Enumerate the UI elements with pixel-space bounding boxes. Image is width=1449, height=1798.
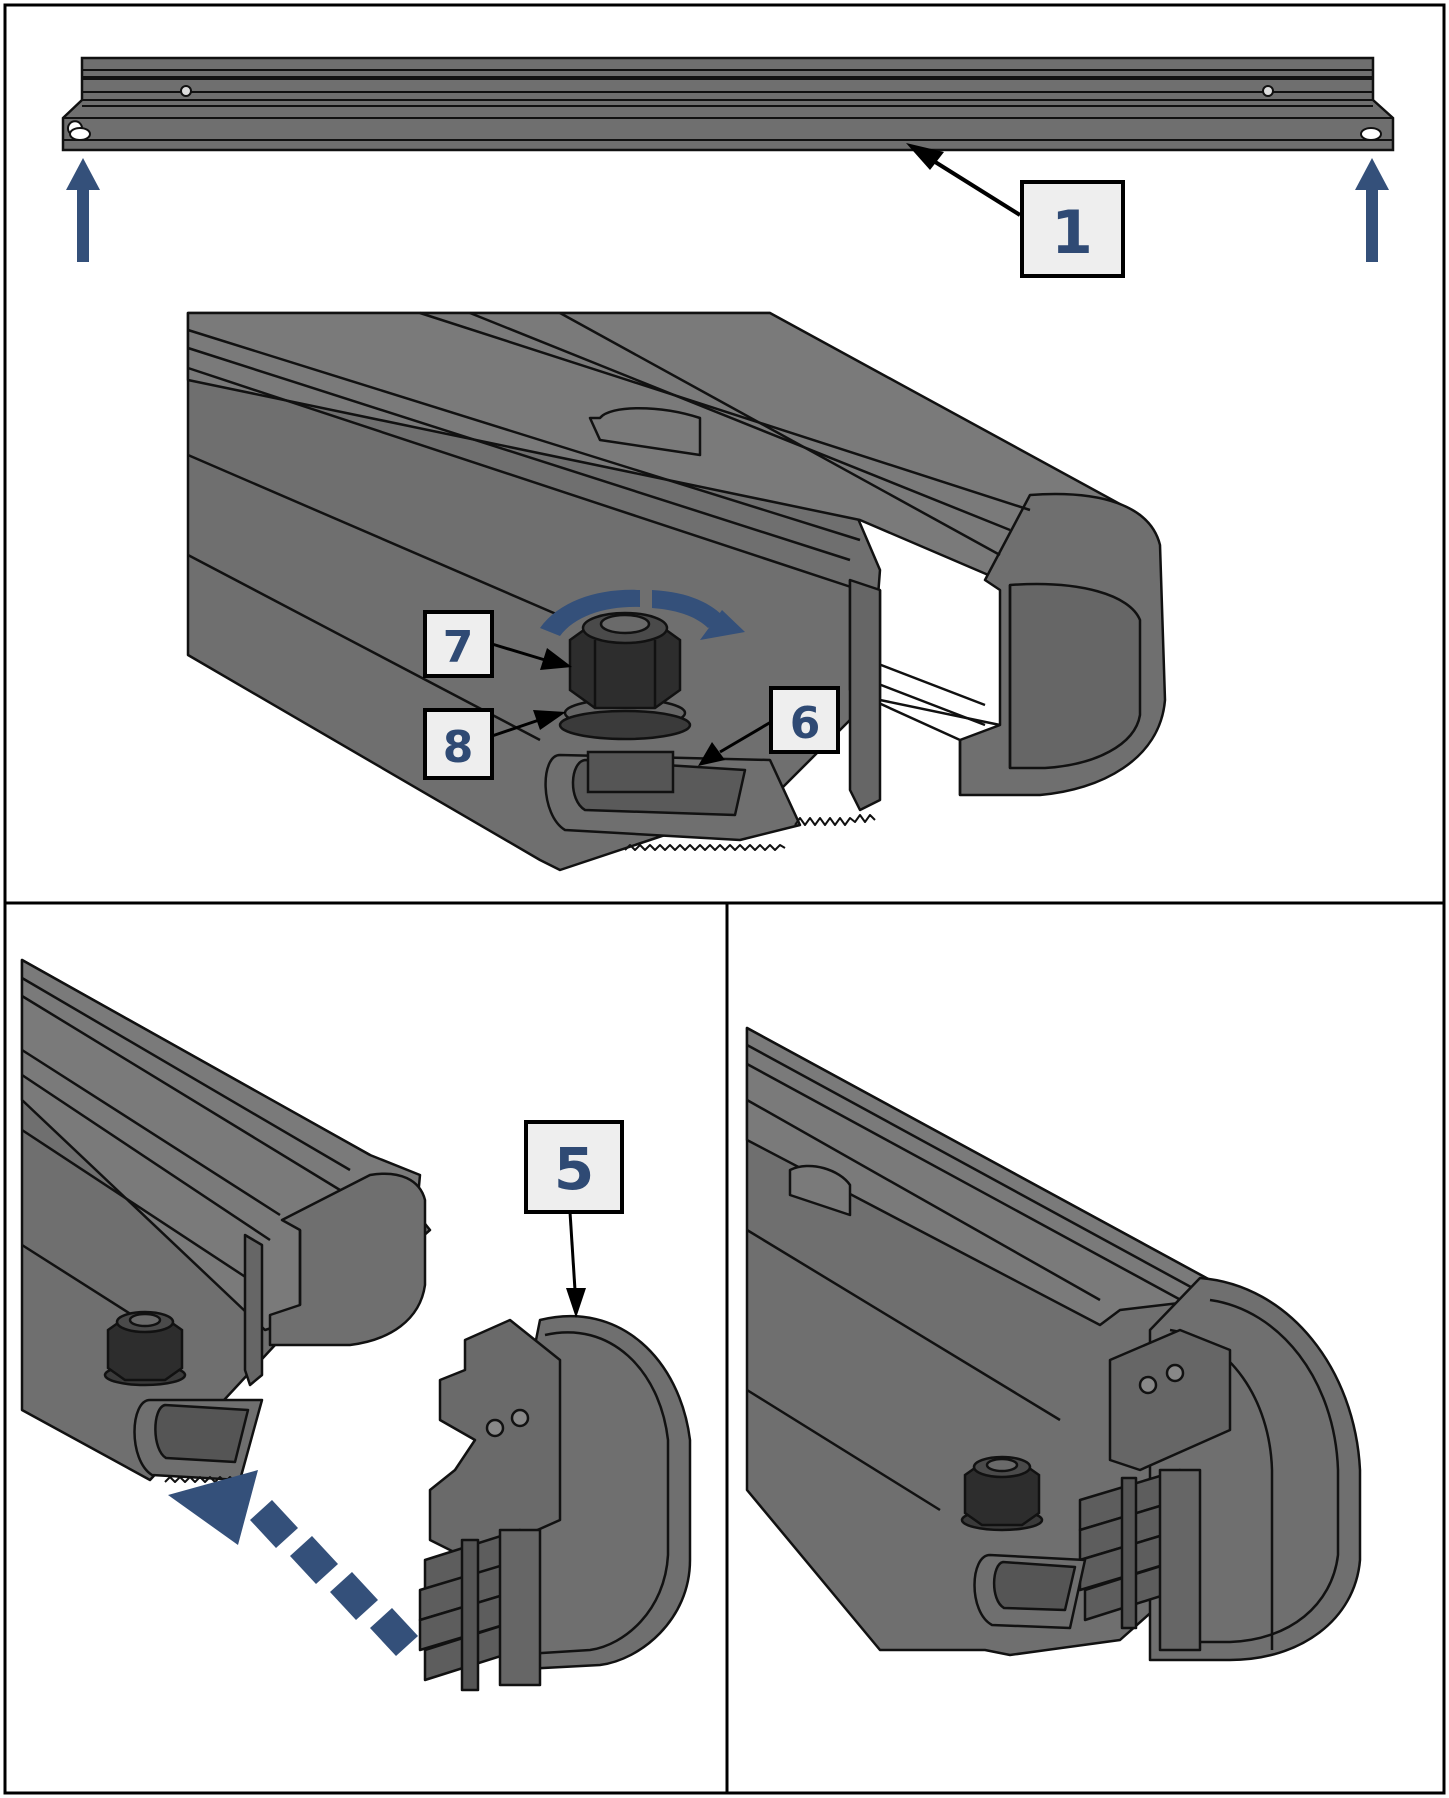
callout-7-leader <box>491 642 572 670</box>
up-arrow-right <box>1355 158 1389 262</box>
svg-text:6: 6 <box>790 698 821 749</box>
end-cap-fins-installed <box>1078 1468 1202 1652</box>
callout-8: 8 <box>423 708 494 780</box>
nut-assembly <box>558 611 692 794</box>
end-cap-fins <box>418 1528 542 1692</box>
callout-1-leader <box>906 143 1022 217</box>
rail-profile-long <box>61 56 1395 152</box>
nut-small-left <box>103 1310 187 1387</box>
panel-frames <box>3 3 1446 1795</box>
callout-6-leader <box>698 720 772 766</box>
svg-text:7: 7 <box>443 622 474 673</box>
callout-5: 5 <box>524 1120 624 1214</box>
end-cap <box>418 1314 692 1692</box>
svg-text:1: 1 <box>1051 198 1093 268</box>
serrations <box>624 814 876 851</box>
rotation-arrow <box>540 589 745 640</box>
rail-end-assembled <box>745 1026 1362 1662</box>
nut-small-right <box>960 1455 1044 1532</box>
up-arrow-left <box>66 158 100 262</box>
rail-closeup <box>186 311 1167 872</box>
callout-5-leader <box>566 1211 586 1318</box>
rail-end-open <box>20 958 432 1483</box>
svg-text:8: 8 <box>443 722 474 773</box>
callout-1: 1 <box>1020 180 1125 278</box>
insert-arrow <box>168 1470 418 1656</box>
callout-8-leader <box>491 710 566 738</box>
callout-6: 6 <box>769 686 840 754</box>
svg-text:5: 5 <box>554 1135 594 1203</box>
callout-7: 7 <box>423 610 494 678</box>
